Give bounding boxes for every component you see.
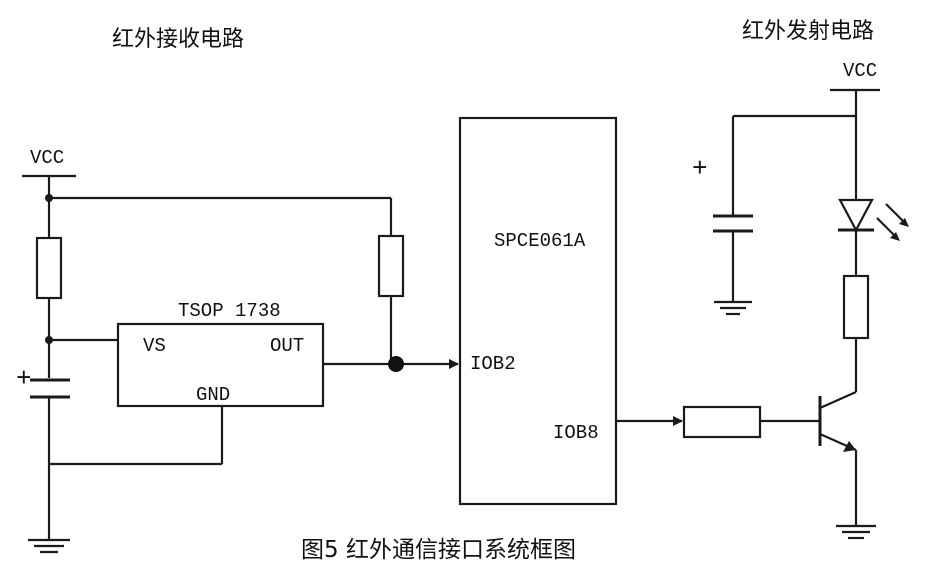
spce061a-chip <box>458 116 618 506</box>
transmitter-circuit-title: 红外发射电路 <box>742 19 874 44</box>
npn-transistor <box>818 390 857 452</box>
base-resistor <box>682 405 762 439</box>
receiver-vcc-label: VCC <box>30 147 64 169</box>
mcu-pin-iob8: IOB8 <box>553 422 599 444</box>
receiver-resistor-left <box>35 236 63 300</box>
out-junction-dot <box>388 356 404 372</box>
mcu: SPCE061A IOB2 IOB8 <box>458 116 618 506</box>
transmitter-circuit: VCC + <box>616 60 909 540</box>
receiver-ground-symbol <box>28 538 70 554</box>
tsop-pin-out: OUT <box>270 335 304 357</box>
receiver-circuit: VCC + TSOP 1738 VS OUT GND <box>16 147 459 554</box>
transmitter-cap-ground-symbol <box>714 300 752 316</box>
pullup-resistor-right <box>377 234 405 298</box>
transmitter-cap-plus: + <box>692 154 708 184</box>
ir-led <box>838 198 874 233</box>
tsop-module <box>116 322 325 408</box>
led-series-resistor <box>842 274 870 340</box>
mcu-pin-iob2: IOB2 <box>470 353 516 375</box>
tsop-module-label: TSOP 1738 <box>178 300 281 322</box>
tsop-pin-gnd: GND <box>196 384 230 406</box>
figure-caption: 图5 红外通信接口系统框图 <box>301 537 576 563</box>
receiver-cap-plus: + <box>16 364 32 394</box>
receiver-circuit-title: 红外接收电路 <box>112 27 244 52</box>
transmitter-ground-symbol <box>836 524 876 540</box>
tsop-pin-vs: VS <box>143 335 166 357</box>
ir-emission-arrows <box>876 203 909 241</box>
transmitter-vcc-label: VCC <box>843 60 877 82</box>
mcu-name-label: SPCE061A <box>494 230 586 252</box>
